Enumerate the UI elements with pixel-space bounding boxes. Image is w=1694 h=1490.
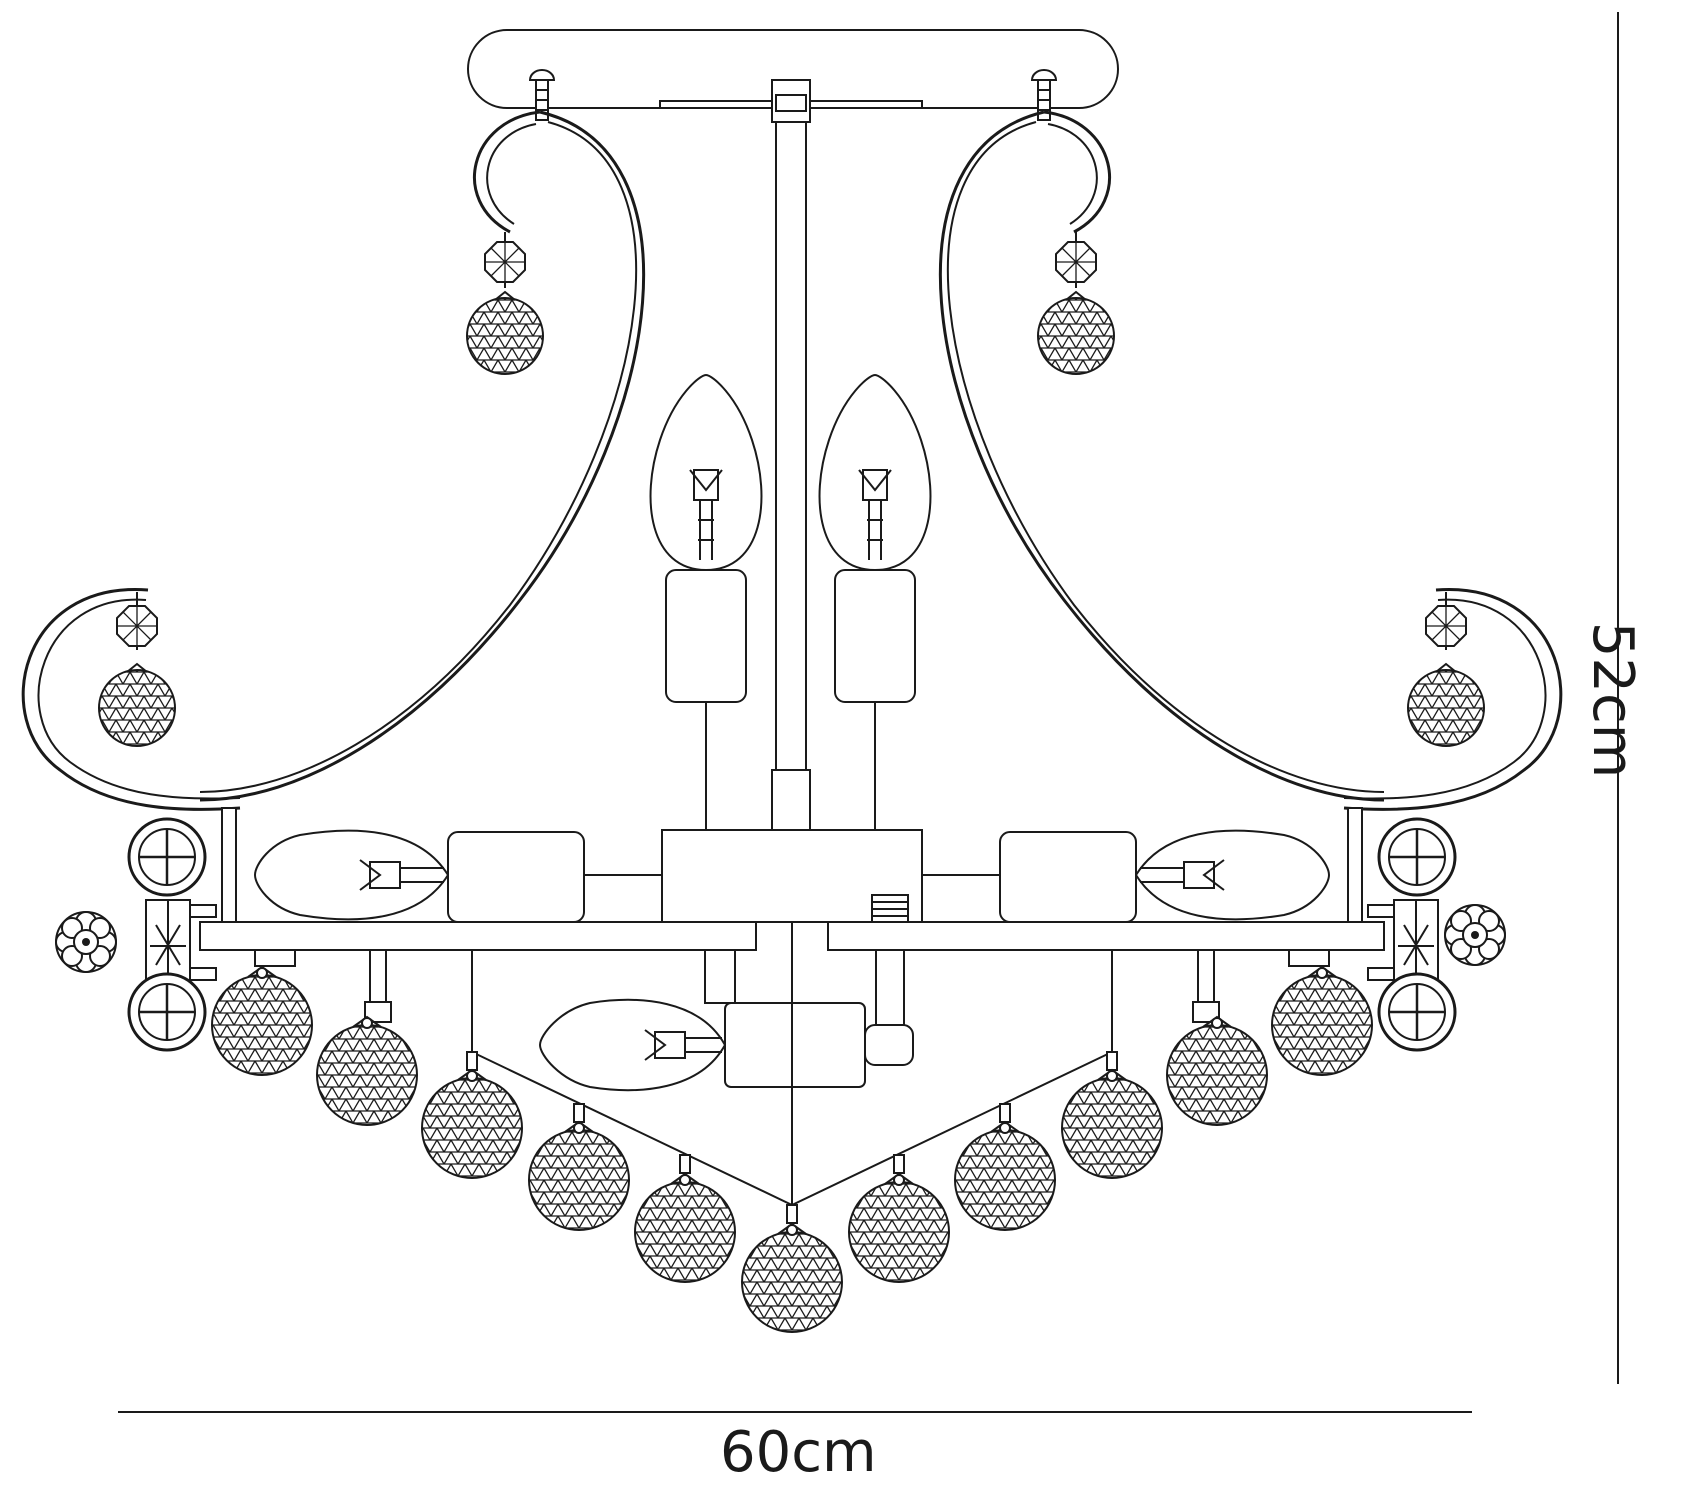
crystal-drop [528, 1121, 630, 1231]
arm-crystal-lower-right [1407, 592, 1485, 747]
crystal-drop [211, 966, 313, 1076]
upper-arm-left [199, 110, 646, 802]
crystal-drop [954, 1121, 1056, 1231]
scroll-arm-right [1343, 588, 1563, 811]
arm-crystal-upper-right [1037, 232, 1115, 375]
width-dimension-label: 60cm [720, 1420, 877, 1485]
chain-connectors [466, 1051, 1118, 1224]
candle-bulb-left [253, 829, 662, 923]
candle-bulb-upper-left [649, 373, 763, 830]
candle-bulb-upper-right [818, 373, 932, 830]
crystal-drop [1166, 1016, 1268, 1126]
ceiling-plate [467, 29, 1119, 121]
height-dimension-label: 52cm [1580, 621, 1645, 779]
plate-screw-right [1030, 69, 1058, 121]
crystal-drop [1271, 966, 1373, 1076]
arm-crystal-upper-left [466, 232, 544, 375]
crystal-drop [316, 1016, 418, 1126]
end-bracket-right [1367, 817, 1506, 1052]
crystal-drop [634, 1173, 736, 1283]
crystal-drop [741, 1223, 843, 1333]
candle-bulb-lower-center [538, 894, 914, 1092]
bar-arm-left [199, 807, 757, 1052]
plate-screw-left [528, 69, 556, 121]
bar-arm-right [827, 807, 1385, 1052]
arm-crystal-lower-left [98, 592, 176, 747]
scroll-arm-left [21, 588, 241, 811]
central-stem [771, 79, 811, 831]
crystal-drop [848, 1173, 950, 1283]
upper-arm-right [938, 110, 1385, 802]
end-bracket-left [55, 817, 217, 1052]
candle-bulb-right [922, 829, 1331, 923]
crystal-drop [421, 1069, 523, 1179]
crystal-drop [1061, 1069, 1163, 1179]
